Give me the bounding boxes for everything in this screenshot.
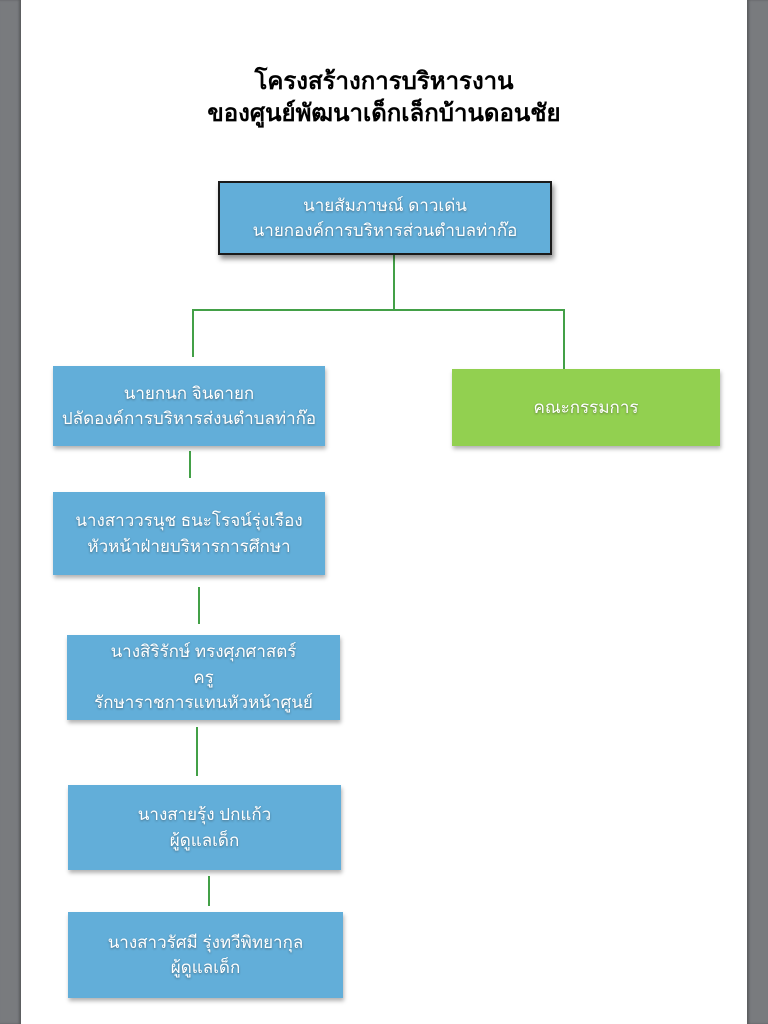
node-name-line: คณะกรรมการ xyxy=(533,397,639,417)
node-name-line: นายกนก จินดายก xyxy=(123,383,255,403)
node-title-line: ครู xyxy=(193,667,214,687)
node-title-line2: รักษาราชการแทนหัวหน้าศูนย์ xyxy=(94,693,313,713)
org-node-caretaker-1: นางสายรุ้ง ปกแก้ว ผู้ดูแลเด็ก xyxy=(68,785,341,870)
node-name-line: นางสายรุ้ง ปกแก้ว xyxy=(137,805,272,824)
connector-to-committee xyxy=(563,309,565,369)
connector-teacher-caretaker1 xyxy=(196,727,198,776)
node-name-line: นางสาววรนุช ธนะโรจน์รุ่งเรือง xyxy=(75,511,303,530)
connector-eduhead-teacher xyxy=(198,587,200,624)
org-node-deputy: นายกนก จินดายก ปลัดองค์การบริหารส่งนตำบล… xyxy=(53,366,325,446)
org-node-education-head: นางสาววรนุช ธนะโรจน์รุ่งเรือง หัวหน้าฝ่า… xyxy=(53,492,325,575)
chart-title-line2: ของศูนย์พัฒนาเด็กเล็กบ้านดอนชัย xyxy=(207,99,561,127)
node-title-line: ผู้ดูแลเด็ก xyxy=(169,830,240,850)
viewer-gutter-left xyxy=(0,0,21,1024)
node-title-line: หัวหน้าฝ่ายบริหารการศึกษา xyxy=(87,536,291,556)
org-node-caretaker-2: นางสาวรัศมี รุ่งทวีพิทยากุล ผู้ดูแลเด็ก xyxy=(68,912,343,998)
node-title-line: ปลัดองค์การบริหารส่งนตำบลท่าก๊อ xyxy=(61,409,317,428)
connector-deputy-eduhead xyxy=(189,451,191,478)
node-title-line: ผู้ดูแลเด็ก xyxy=(170,958,241,977)
connector-caretaker1-caretaker2 xyxy=(208,876,210,906)
node-name-line: นางสาวรัศมี รุ่งทวีพิทยากุล xyxy=(107,932,304,952)
connector-chairman-down xyxy=(393,255,395,309)
viewer-gutter-right xyxy=(747,0,768,1024)
node-name-line: นายสัมภาษณ์ ดาวเด่น xyxy=(303,195,467,215)
connector-to-deputy xyxy=(192,309,194,357)
org-node-committee: คณะกรรมการ xyxy=(452,369,720,446)
chart-title-line1: โครงสร้างการบริหารงาน xyxy=(254,68,514,95)
chart-title: โครงสร้างการบริหารงาน ของศูนย์พัฒนาเด็กเ… xyxy=(0,66,768,129)
node-name-line: นางสิริรักษ์ ทรงศุภศาสตร์ xyxy=(110,642,297,662)
connector-horizontal-bar xyxy=(192,309,565,311)
org-node-chairman: นายสัมภาษณ์ ดาวเด่น นายกองค์การบริหารส่ว… xyxy=(218,181,552,255)
org-node-acting-head-teacher: นางสิริรักษ์ ทรงศุภศาสตร์ ครู รักษาราชกา… xyxy=(67,635,340,720)
node-title-line: นายกองค์การบริหารส่วนตำบลท่าก๊อ xyxy=(252,221,518,240)
